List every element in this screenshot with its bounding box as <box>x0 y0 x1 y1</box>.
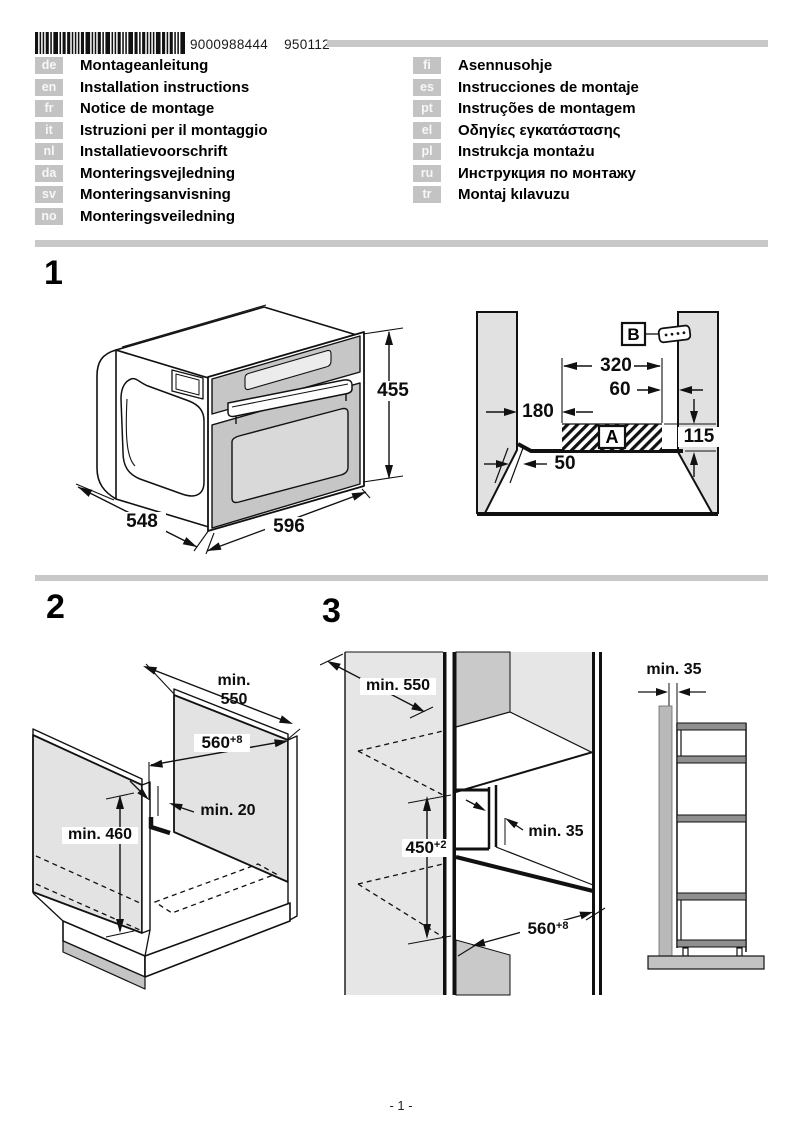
figure1-niche-drawing <box>476 311 719 516</box>
lang-code-badge: it <box>35 121 63 139</box>
label-box-A <box>597 424 627 450</box>
lang-code-badge: nl <box>35 143 63 161</box>
dim-label-320: 320 <box>600 355 632 376</box>
lang-label: Istruzioni per il montaggio <box>80 121 268 139</box>
dim-label-450: 450+2 <box>402 839 450 857</box>
lang-row-el: el Οδηγίες εγκατάστασης <box>413 121 639 144</box>
lang-code-badge: es <box>413 78 441 96</box>
dim-label-min550-fig3: min. 550 <box>360 677 436 695</box>
lang-label: Οδηγίες εγκατάστασης <box>458 121 621 139</box>
barcode-code: 9000988444 <box>190 37 269 52</box>
lang-code-badge: da <box>35 164 63 182</box>
figure2-number: 2 <box>46 588 65 626</box>
lang-row-pl: pl Instrukcja montażu <box>413 143 639 165</box>
oven-door-window <box>231 407 349 504</box>
dim-label-455: 455 <box>370 381 416 401</box>
lang-label: Notice de montage <box>80 100 215 118</box>
lang-row-sv: sv Monteringsanvisning <box>35 186 268 208</box>
dim-label-115: 115 <box>678 427 720 447</box>
dim-560-value: 560 <box>201 733 230 752</box>
lang-code-badge: tr <box>413 186 441 204</box>
lang-row-fr: fr Notice de montage <box>35 100 268 122</box>
dim-560-fig3-tolerance: +8 <box>555 920 569 932</box>
lang-label: Monteringsveiledning <box>80 207 236 225</box>
lang-row-tr: tr Montaj kılavuzu <box>413 186 639 208</box>
dim-450-tolerance: +2 <box>433 839 447 851</box>
dim-label-50: 50 <box>554 453 576 474</box>
dim-label-548: 548 <box>118 512 166 532</box>
dim-label-560-fig3: 560+8 <box>520 920 576 938</box>
figure3-number: 3 <box>322 592 341 630</box>
area-label-A: A <box>605 427 619 447</box>
language-list-right: fi Asennusohje es Instrucciones de montaje… <box>413 57 639 208</box>
lang-code-badge: fi <box>413 57 441 74</box>
terminal-block-icon <box>657 324 692 344</box>
cabinet-dimension-lines <box>105 663 301 938</box>
dim-560-tolerance: +8 <box>229 734 243 746</box>
dim-label-596: 596 <box>265 517 313 537</box>
lang-label: Monteringsanvisning <box>80 186 231 204</box>
niche-dimension-lines <box>484 358 716 477</box>
lang-row-it: it Istruzioni per il montaggio <box>35 121 268 144</box>
bracket-label-B: B <box>627 325 640 344</box>
dim-label-min460: min. 460 <box>62 826 138 844</box>
lang-code-badge: pt <box>413 100 441 118</box>
lang-code-badge: sv <box>35 186 63 204</box>
oven-display <box>244 349 332 391</box>
section-divider <box>35 575 768 581</box>
figure3-side-profile-drawing <box>638 683 765 970</box>
dim-450-value: 450 <box>405 838 434 857</box>
lang-label: Instrucciones de montaje <box>458 78 639 96</box>
header-divider-bar <box>327 40 768 47</box>
dim-label-min550-line1: min. <box>217 672 251 689</box>
dim-label-min550-line2: 550 <box>220 691 248 708</box>
lang-label: Инструкция по монтажу <box>458 164 636 182</box>
dim-label-min35-divider: min. 35 <box>528 823 584 840</box>
language-list-left: de Montageanleitung en Installation instru… <box>35 57 268 229</box>
lang-code-badge: en <box>35 78 63 96</box>
dim-label-min35-wall: min. 35 <box>646 661 702 678</box>
lang-row-de: de Montageanleitung <box>35 57 268 79</box>
lang-row-da: da Monteringsvejledning <box>35 164 268 187</box>
page-number: - 1 - <box>389 1098 413 1113</box>
lang-row-en: en Installation instructions <box>35 78 268 101</box>
lang-code-badge: ru <box>413 164 441 182</box>
lang-row-fi: fi Asennusohje <box>413 57 639 79</box>
floor-strip <box>647 955 765 970</box>
lang-row-no: no Monteringsveiledning <box>35 207 268 230</box>
dim-label-560: 560+8 <box>194 734 250 752</box>
dim-label-60: 60 <box>609 379 631 400</box>
oven-isometric <box>96 304 365 532</box>
figure1-number: 1 <box>44 254 63 292</box>
lang-code-badge: de <box>35 57 63 74</box>
lang-label: Montageanleitung <box>80 57 209 74</box>
barcode-batch: 950112 <box>284 37 330 52</box>
lang-code-badge: el <box>413 121 441 139</box>
lang-row-ru: ru Инструкция по монтажу <box>413 164 639 187</box>
lang-row-pt: pt Instruções de montagem <box>413 100 639 122</box>
lang-label: Instruções de montagem <box>458 100 636 118</box>
lang-code-badge: fr <box>35 100 63 118</box>
lang-label: Monteringsvejledning <box>80 164 236 182</box>
lang-label: Installation instructions <box>80 78 250 96</box>
lang-label: Instrukcja montażu <box>458 143 595 161</box>
dim-label-180: 180 <box>522 401 554 422</box>
lang-label: Installatievoorschrift <box>80 143 228 161</box>
barcode-number: 9000988444 950112 <box>190 37 346 52</box>
lang-code-badge: pl <box>413 143 441 161</box>
lang-row-es: es Instrucciones de montaje <box>413 78 639 101</box>
lang-label: Asennusohje <box>458 57 553 74</box>
dim-560-fig3-value: 560 <box>527 919 556 938</box>
side-profile <box>638 683 765 970</box>
dim-label-min550: min. 550 <box>203 671 265 709</box>
wall-strip <box>658 705 673 957</box>
lang-code-badge: no <box>35 207 63 225</box>
figure1-oven-drawing <box>75 304 404 555</box>
barcode-icon <box>35 32 185 54</box>
section-divider <box>35 240 768 247</box>
dim-label-min20: min. 20 <box>200 802 256 819</box>
lang-label: Montaj kılavuzu <box>458 186 570 204</box>
lang-row-nl: nl Installatievoorschrift <box>35 143 268 165</box>
figure2-cabinet-drawing <box>32 663 301 990</box>
